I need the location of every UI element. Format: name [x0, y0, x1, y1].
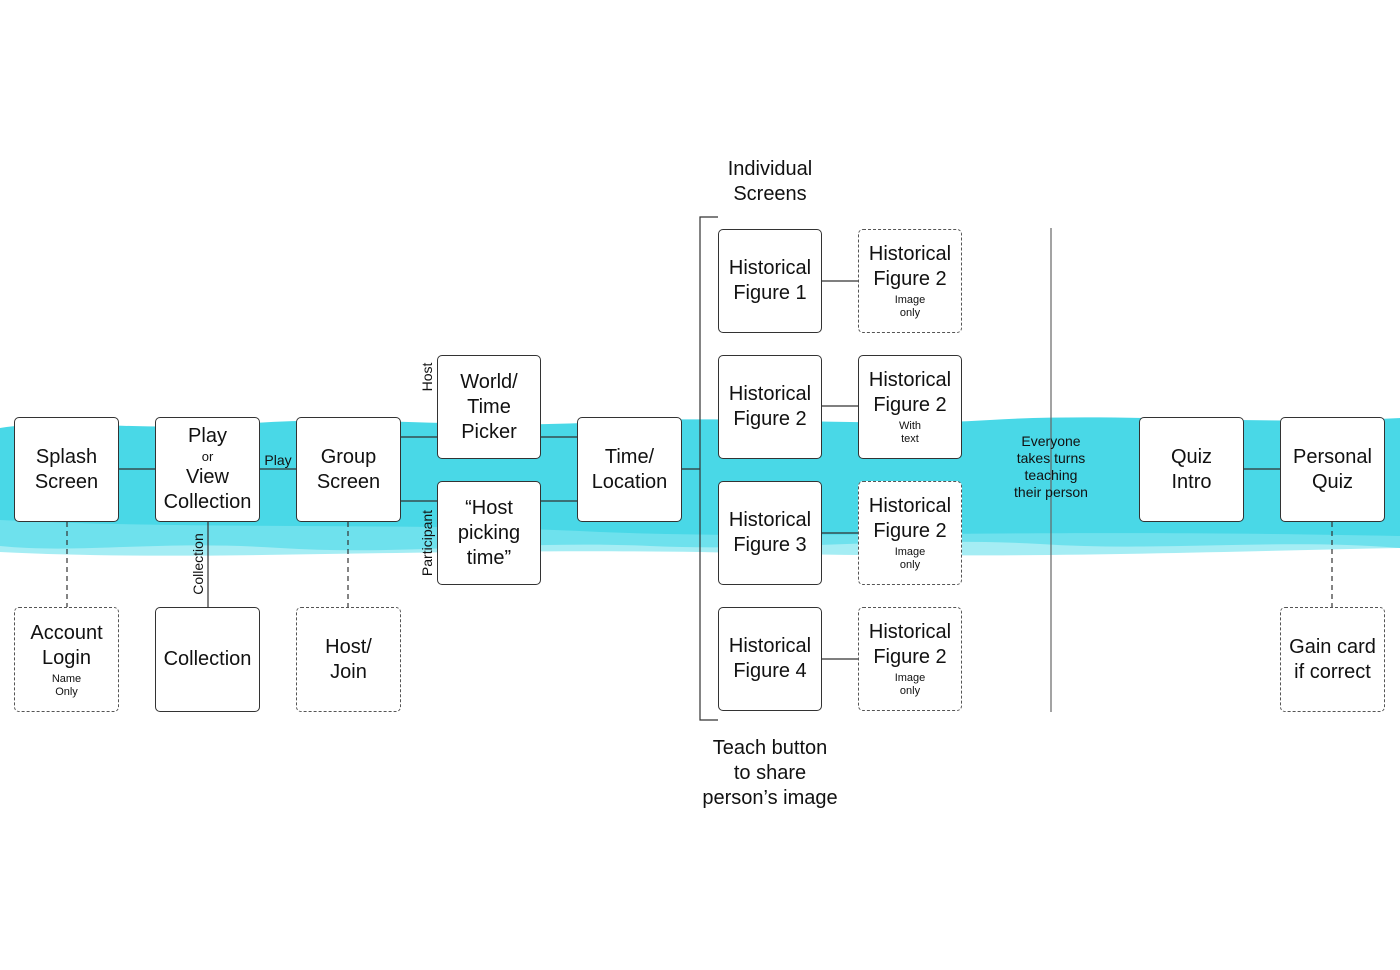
node-shared-figure-image-4: Historical Figure 2 Image only — [858, 607, 962, 711]
edge-label-participant: Participant — [419, 509, 435, 577]
node-historical-figure-2-title: Historical Figure 2 — [728, 383, 812, 430]
node-shared-figure-image-4-note: Image only — [894, 672, 926, 697]
node-account-login-note: Name Only — [51, 672, 82, 698]
node-quiz-intro: Quiz Intro — [1139, 417, 1244, 522]
node-splash-screen-title: Splash Screen — [34, 445, 99, 493]
label-everyone-takes-turns: Everyone takes turns teaching their pers… — [1014, 433, 1088, 500]
node-historical-figure-3-title: Historical Figure 3 — [728, 509, 812, 556]
node-shared-figure-image-1-title: Historical Figure 2 — [868, 243, 952, 290]
node-host-join-title: Host/ Join — [325, 635, 372, 683]
node-historical-figure-1-title: Historical Figure 1 — [728, 257, 812, 304]
node-historical-figure-4-title: Historical Figure 4 — [728, 635, 812, 682]
node-gain-card: Gain card if correct — [1280, 607, 1385, 712]
node-historical-figure-3: Historical Figure 3 — [718, 481, 822, 585]
label-individual-screens: Individual Screens — [727, 158, 813, 205]
node-host-join: Host/ Join — [296, 607, 401, 712]
node-host-picking-time: “Host picking time” — [437, 481, 541, 585]
edge-label-host: Host — [419, 362, 435, 392]
node-shared-figure-text-2-note: With text — [899, 420, 921, 445]
edge-label-collection: Collection — [190, 533, 206, 595]
node-collection-title: Collection — [163, 648, 252, 670]
node-host-picking-time-title: “Host picking time” — [457, 496, 521, 569]
node-play-or-view-collection: Play or View Collection — [155, 417, 260, 522]
node-group-screen-title: Group Screen — [316, 445, 381, 493]
node-account-login: Account Login Name Only — [14, 607, 119, 712]
node-shared-figure-image-1: Historical Figure 2 Image only — [858, 229, 962, 333]
node-historical-figure-4: Historical Figure 4 — [718, 607, 822, 711]
node-world-time-picker-title: World/ Time Picker — [460, 370, 518, 443]
node-time-location: Time/ Location — [577, 417, 682, 522]
node-shared-figure-image-4-title: Historical Figure 2 — [868, 621, 952, 668]
node-shared-figure-text-2: Historical Figure 2 With text — [858, 355, 962, 459]
node-personal-quiz: Personal Quiz — [1280, 417, 1385, 522]
node-gain-card-title: Gain card if correct — [1289, 635, 1376, 683]
node-quiz-intro-title: Quiz Intro — [1170, 445, 1213, 493]
node-shared-figure-image-3-note: Image only — [894, 546, 926, 571]
node-group-screen: Group Screen — [296, 417, 401, 522]
node-shared-figure-image-3: Historical Figure 2 Image only — [858, 481, 962, 585]
node-personal-quiz-title: Personal Quiz — [1293, 445, 1372, 493]
node-shared-figure-text-2-title: Historical Figure 2 — [868, 369, 952, 416]
node-historical-figure-2: Historical Figure 2 — [718, 355, 822, 459]
node-historical-figure-1: Historical Figure 1 — [718, 229, 822, 333]
node-play-or: or — [201, 449, 214, 464]
node-play-line1: Play — [188, 425, 227, 447]
node-splash-screen: Splash Screen — [14, 417, 119, 522]
node-shared-figure-image-3-title: Historical Figure 2 — [868, 495, 952, 542]
node-collection: Collection — [155, 607, 260, 712]
node-play-line2: View Collection — [163, 466, 252, 513]
label-teach-button: Teach button to share person’s image — [702, 737, 838, 809]
bracket-individual-screens — [699, 216, 718, 721]
node-time-location-title: Time/ Location — [591, 445, 668, 493]
node-account-login-title: Account Login — [30, 621, 103, 669]
edge-label-play: Play — [264, 452, 292, 468]
node-world-time-picker: World/ Time Picker — [437, 355, 541, 459]
node-shared-figure-image-1-note: Image only — [894, 294, 926, 319]
